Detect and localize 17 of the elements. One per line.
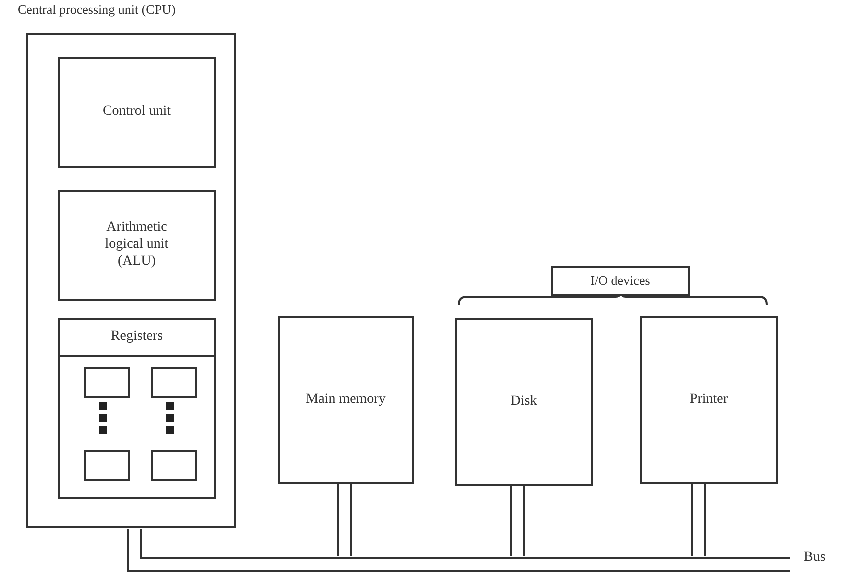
heading-label: Central processing unit (CPU) xyxy=(18,2,176,18)
register-box xyxy=(84,450,130,481)
registers-panel xyxy=(58,318,216,499)
bus-connector xyxy=(127,528,142,557)
memory-box: Main memory xyxy=(278,316,414,484)
register-box xyxy=(151,367,197,398)
register-box xyxy=(151,450,197,481)
bus-connector xyxy=(691,483,706,557)
panel-heading: Registers xyxy=(110,329,164,346)
group-label-box: I/O devices xyxy=(551,266,690,296)
alu-box: Arithmetic logical unit (ALU) xyxy=(58,190,216,301)
control-unit-box: Control unit xyxy=(58,57,216,168)
bus-connector xyxy=(510,485,525,557)
bus-connector xyxy=(337,483,352,557)
bus-label: Bus xyxy=(804,550,826,566)
printer-box: Printer xyxy=(640,316,778,484)
register-box xyxy=(84,367,130,398)
